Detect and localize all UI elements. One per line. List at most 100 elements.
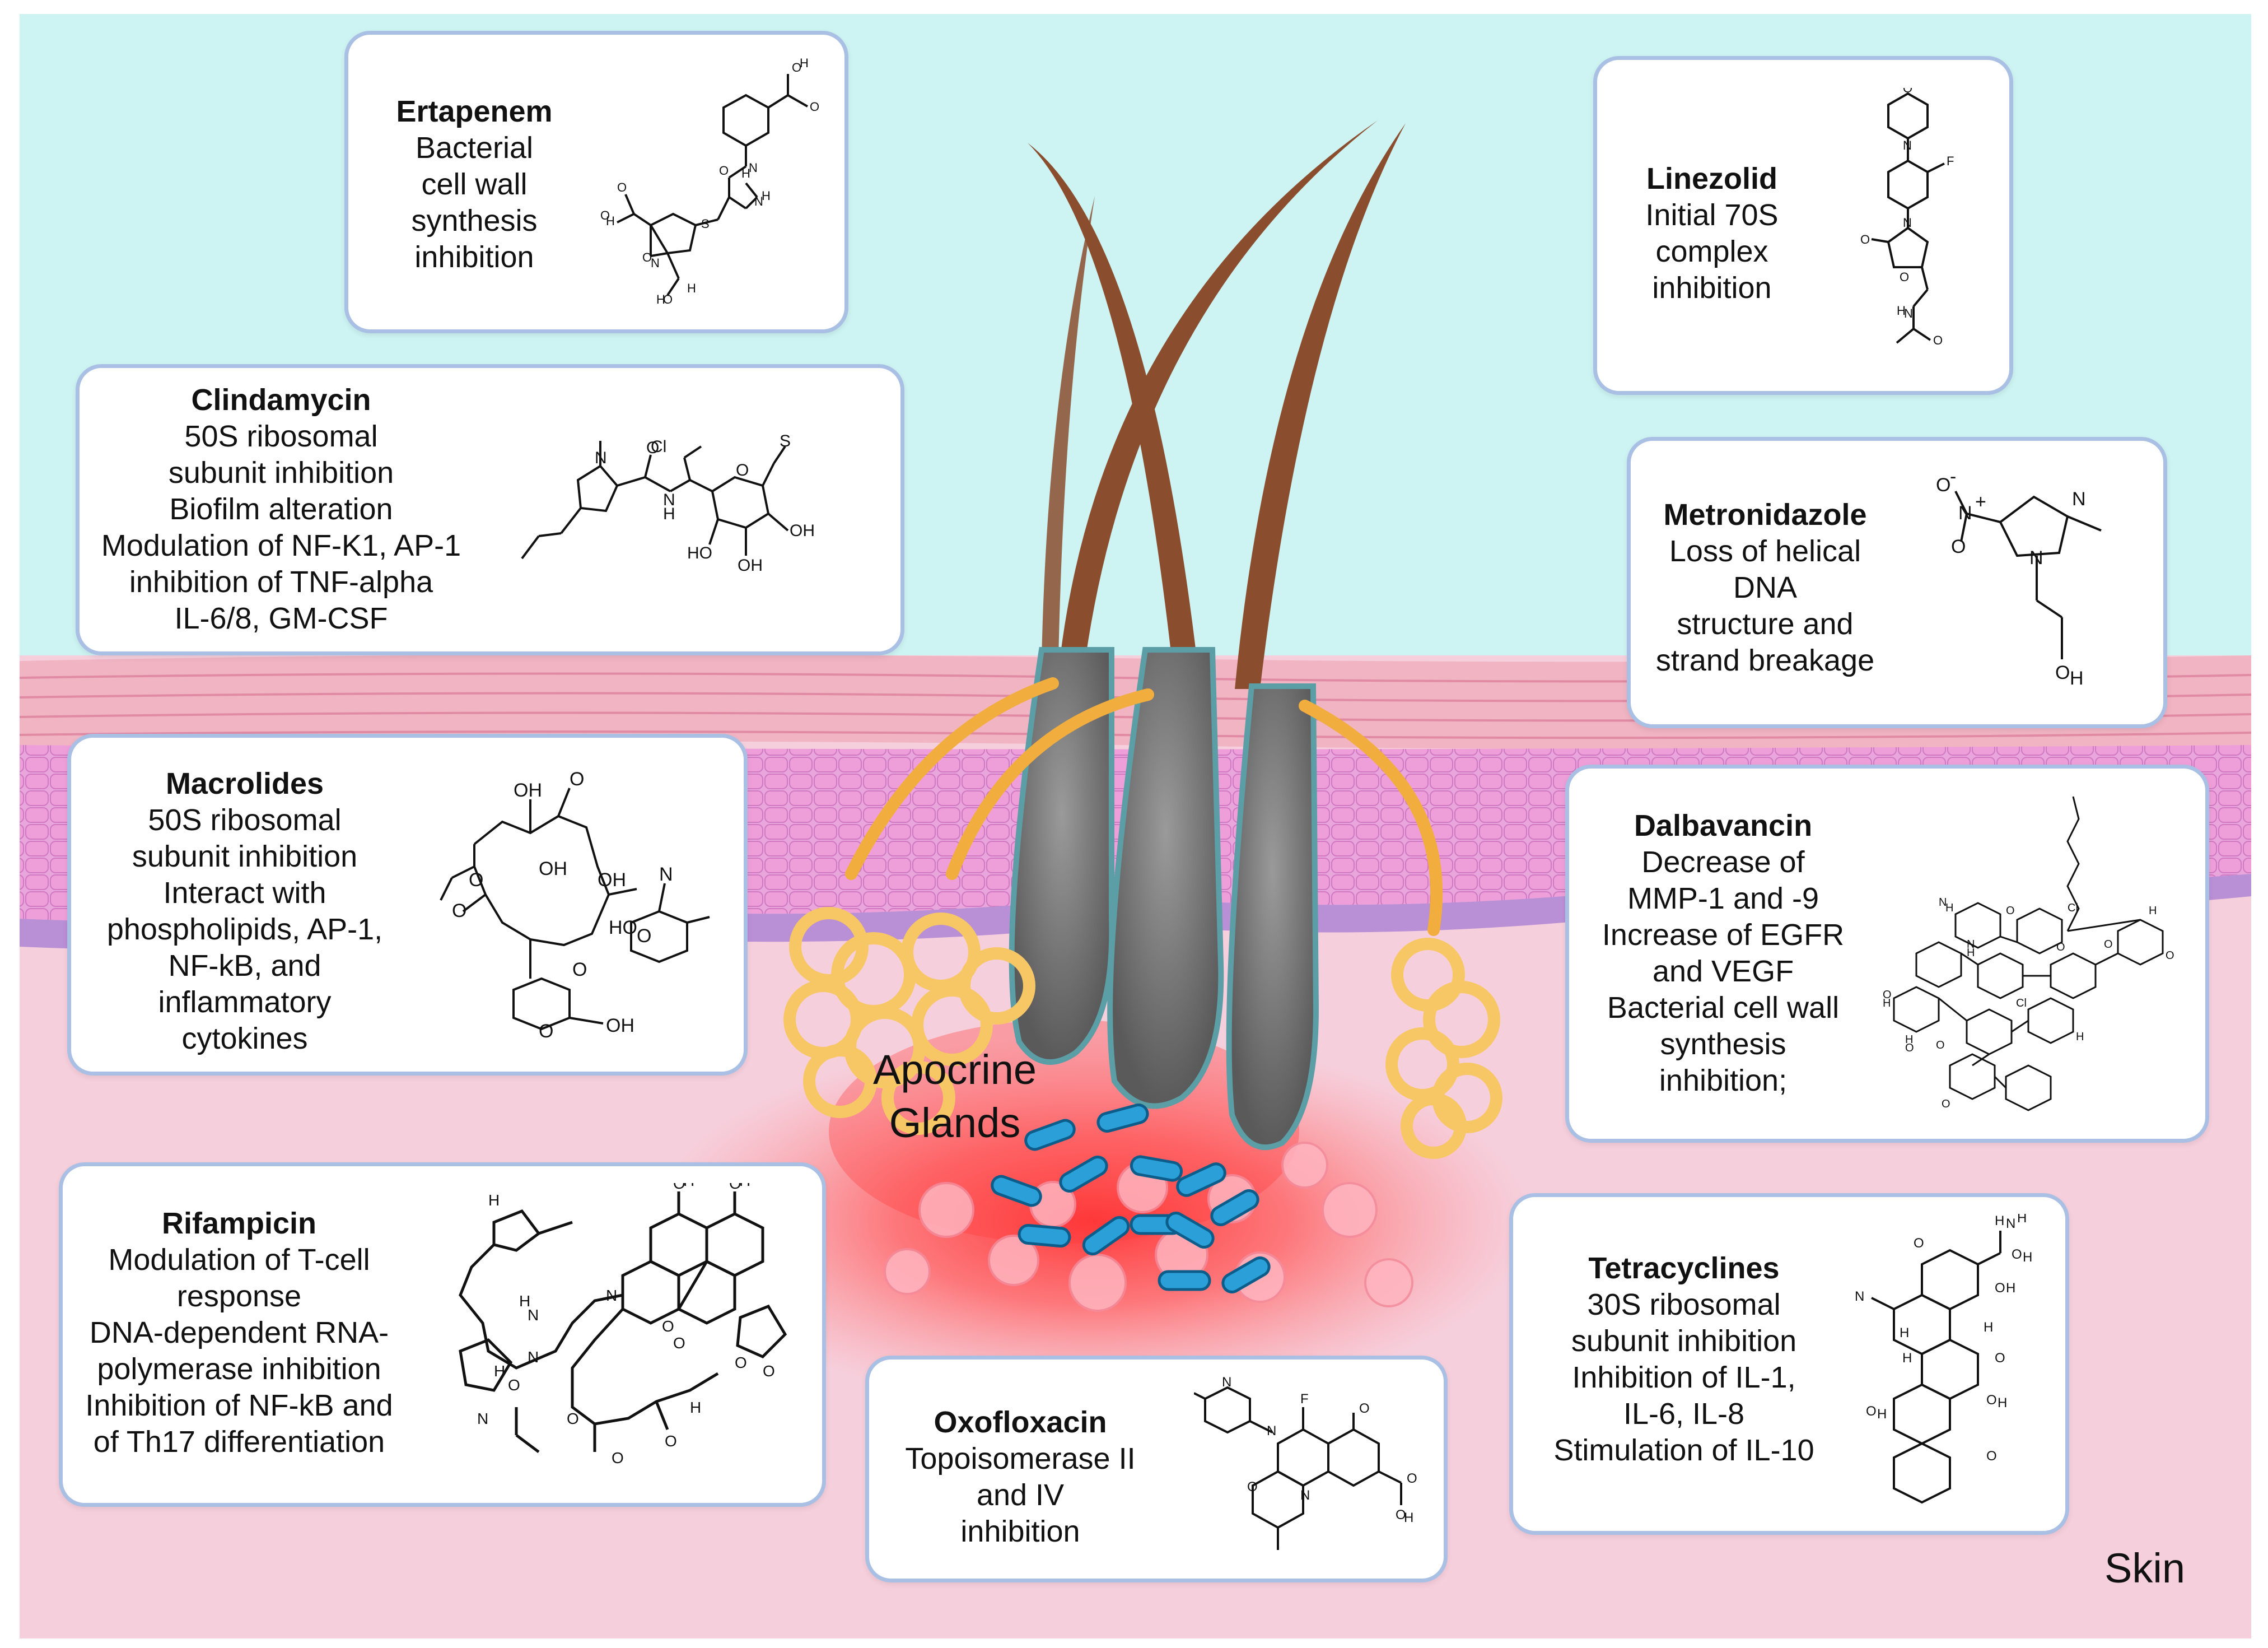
svg-text:O: O: [729, 1183, 741, 1192]
svg-text:N: N: [659, 864, 673, 885]
svg-text:O: O: [1359, 1401, 1370, 1416]
tetracyclines-text: Tetracyclines 30S ribosomal subunit inhi…: [1524, 1250, 1844, 1469]
svg-text:H: H: [1902, 1351, 1912, 1366]
svg-text:N: N: [2029, 547, 2043, 569]
linezolid-structure: O N F O N O HN O: [1860, 88, 1954, 347]
svg-text:O: O: [2055, 662, 2070, 683]
macrolides-text: Macrolides 50S ribosomal subunit inhibit…: [88, 766, 402, 1057]
svg-text:H: H: [663, 505, 675, 523]
metronidazole-text: Metronidazole Loss of helical DNA struct…: [1642, 497, 1888, 679]
svg-text:O: O: [673, 1334, 685, 1352]
linezolid-card: Linezolid Initial 70S complex inhibition…: [1593, 56, 2013, 395]
svg-text:H: H: [1967, 947, 1975, 959]
svg-text:OH: OH: [606, 1015, 634, 1036]
svg-text:OH: OH: [539, 858, 567, 879]
svg-text:HO: HO: [687, 544, 712, 562]
bacteria: [991, 1103, 1271, 1293]
svg-text:OH: OH: [514, 780, 542, 801]
svg-text:N: N: [528, 1306, 539, 1324]
svg-text:O: O: [1247, 1479, 1258, 1495]
svg-text:OH: OH: [598, 869, 626, 891]
oxofloxacin-structure: N N F O O N O OH: [1194, 1375, 1417, 1550]
svg-text:O: O: [572, 959, 587, 980]
macrolides-line: NF-kB, and: [168, 949, 321, 983]
svg-text:O: O: [567, 1410, 579, 1427]
svg-text:N: N: [1939, 896, 1947, 909]
svg-text:O: O: [662, 1318, 674, 1335]
svg-text:N: N: [749, 161, 758, 175]
svg-text:H: H: [690, 1399, 701, 1416]
svg-text:H: H: [494, 1362, 505, 1380]
svg-text:H: H: [488, 1191, 500, 1209]
macrolides-card: Macrolides 50S ribosomal subunit inhibit…: [67, 734, 748, 1076]
svg-text:O: O: [719, 164, 729, 178]
metronidazole-line: strand breakage: [1655, 644, 1875, 677]
macrolides-line: cytokines: [181, 1022, 308, 1055]
dalbavancin-line: synthesis: [1660, 1027, 1786, 1061]
svg-text:N: N: [1903, 216, 1912, 230]
svg-text:H: H: [1905, 1034, 1913, 1046]
svg-text:O: O: [646, 439, 659, 457]
svg-text:H: H: [683, 1183, 694, 1189]
svg-text:O: O: [1900, 270, 1909, 284]
svg-text:O: O: [810, 100, 819, 114]
metronidazole-line: DNA: [1733, 571, 1797, 604]
linezolid-text: Linezolid Initial 70S complex inhibition: [1620, 161, 1804, 306]
svg-text:O: O: [735, 1354, 747, 1371]
clindamycin-line: 50S ribosomal: [184, 420, 378, 453]
clindamycin-text: Clindamycin 50S ribosomal subunit inhibi…: [91, 382, 472, 637]
svg-text:H: H: [1877, 1407, 1887, 1422]
clindamycin-line: subunit inhibition: [168, 456, 394, 490]
rifampicin-card: Rifampicin Modulation of T-cell response…: [59, 1162, 826, 1507]
oxofloxacin-card: Oxofloxacin Topoisomerase II and IV inhi…: [865, 1356, 1448, 1582]
macrolides-title: Macrolides: [165, 767, 324, 800]
svg-text:O: O: [1986, 1393, 1997, 1408]
svg-text:N: N: [1904, 306, 1913, 320]
apocrine-label-line1: Apocrine: [873, 1046, 1037, 1093]
svg-text:OH: OH: [738, 556, 763, 575]
svg-text:H: H: [1883, 997, 1891, 1009]
svg-text:O: O: [452, 900, 466, 921]
clindamycin-line: Modulation of NF-K1, AP-1: [101, 529, 461, 562]
rifampicin-structure: H OH OH N HN OO O O N H O OH O N O: [459, 1183, 787, 1467]
dalbavancin-text: Dalbavancin Decrease of MMP-1 and -9 Inc…: [1580, 808, 1866, 1099]
svg-text:H: H: [2149, 905, 2157, 917]
macrolides-line: Interact with: [163, 876, 326, 910]
svg-text:O: O: [1903, 88, 1912, 95]
svg-text:O: O: [1396, 1507, 1406, 1523]
svg-text:O: O: [539, 1021, 553, 1042]
dalbavancin-line: Bacterial cell wall: [1607, 991, 1840, 1025]
svg-text:H: H: [741, 166, 750, 180]
svg-text:O: O: [612, 1449, 624, 1467]
dalbavancin-line: and VEGF: [1652, 955, 1794, 988]
svg-text:O: O: [1995, 1351, 2005, 1366]
svg-text:O: O: [1860, 232, 1870, 246]
svg-text:O: O: [1995, 1281, 2005, 1296]
oxofloxacin-line: inhibition: [960, 1515, 1080, 1548]
svg-text:H: H: [2006, 1281, 2015, 1296]
svg-text:O: O: [673, 1183, 685, 1192]
macrolides-line: inflammatory: [158, 985, 332, 1019]
svg-text:H: H: [1900, 1325, 1909, 1340]
svg-text:H: H: [2070, 668, 2084, 689]
ertapenem-title: Ertapenem: [396, 95, 553, 128]
svg-text:OH: OH: [790, 522, 815, 540]
ertapenem-text: Ertapenem Bacterial cell wall synthesis …: [371, 94, 578, 276]
svg-text:H: H: [1995, 1214, 2004, 1228]
svg-text:O: O: [1914, 1236, 1924, 1251]
svg-text:H: H: [800, 57, 809, 70]
svg-text:H: H: [739, 1183, 750, 1189]
svg-text:O: O: [665, 1432, 677, 1450]
svg-text:H: H: [606, 214, 615, 228]
macrolides-line: 50S ribosomal: [148, 803, 342, 837]
svg-text:O: O: [1951, 536, 1966, 557]
linezolid-line: inhibition: [1652, 271, 1772, 305]
svg-text:N: N: [1300, 1488, 1310, 1503]
svg-text:N: N: [1958, 502, 1972, 524]
svg-text:O: O: [2166, 949, 2174, 962]
rifampicin-line: of Th17 differentiation: [93, 1425, 385, 1459]
ertapenem-line: cell wall: [421, 167, 528, 201]
svg-text:O: O: [792, 60, 801, 75]
metronidazole-card: Metronidazole Loss of helical DNA struct…: [1627, 437, 2167, 728]
